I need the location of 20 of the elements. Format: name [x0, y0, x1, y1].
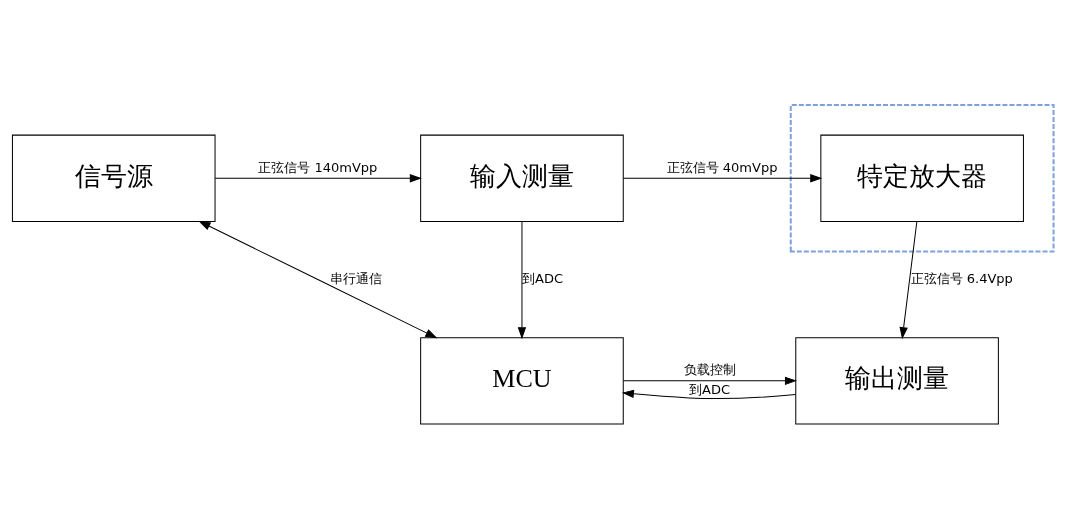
node-box: 输入测量: [420, 134, 624, 222]
arrow: [622, 173, 822, 182]
arrow: [622, 389, 797, 399]
node-box: 信号源: [11, 134, 216, 222]
edge-label: 到ADC: [522, 270, 564, 286]
arrow: [622, 376, 796, 385]
node-box: 输出测量: [795, 336, 999, 424]
arrow: [199, 220, 437, 338]
arrow: [899, 220, 918, 338]
arrow: [214, 173, 421, 182]
node-box: 特定放大器: [820, 134, 1024, 222]
edge-label: 串行通信: [330, 270, 383, 286]
arrow: [517, 220, 526, 338]
edge-label: 到ADC: [689, 381, 731, 397]
node-box: MCU: [420, 336, 624, 424]
edge-label: 正弦信号 140mVpp: [258, 159, 378, 175]
edge-label: 正弦信号 40mVpp: [666, 159, 778, 175]
edge-label: 负载控制: [683, 361, 736, 377]
cluster: [789, 103, 1055, 252]
edge-label: 正弦信号 6.4Vpp: [910, 270, 1013, 286]
